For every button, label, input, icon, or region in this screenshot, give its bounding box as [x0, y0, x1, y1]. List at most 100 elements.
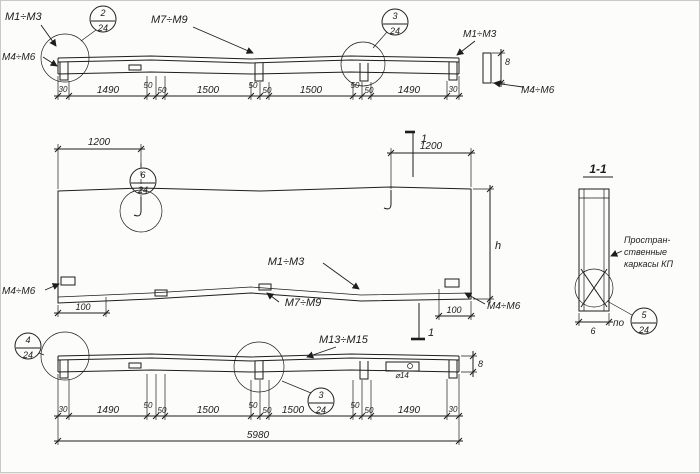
dim-1200-left-value: 1200: [88, 137, 111, 148]
dim-1200-right-ticks: [387, 149, 475, 157]
mark-m7m9-leader: [192, 26, 254, 54]
bottom-dim-7: 1500: [282, 405, 305, 416]
bottom-dim-0: 30: [59, 405, 68, 414]
mark-m4m6-left: М4÷М6: [2, 52, 36, 63]
dim-100-left-value: 100: [75, 302, 90, 312]
callout-leader: [606, 300, 633, 316]
plan-mark-m7m9: М7÷М9: [285, 297, 322, 309]
section-cross-brace: [580, 268, 608, 308]
mark-m1m3-right-leader: [456, 40, 476, 56]
top-dimension-ticks: [54, 92, 463, 100]
callout-4-24: 4 24: [14, 332, 45, 360]
dim-h-value: h: [495, 240, 501, 252]
callout-denominator: 24: [22, 350, 33, 360]
top-dim-8: 50: [351, 81, 360, 90]
plan-embed-bottom-1: [154, 289, 168, 297]
plan-outline: [57, 186, 472, 304]
top-dim-11: 30: [449, 85, 458, 94]
plan-embed-bottom-2: [258, 283, 272, 291]
bottom-dim-11: 30: [449, 405, 458, 414]
callout-circle: [381, 8, 409, 36]
top-dim-5: 50: [249, 81, 258, 90]
callout-2-24: 2 24: [80, 5, 117, 42]
plan-mark-m4m6-right: М4÷М6: [487, 301, 521, 312]
callout-denominator: 24: [137, 185, 148, 195]
plan-detail-circle: [119, 189, 163, 233]
section-note-line1: Простран-: [624, 235, 670, 245]
top-detail-circle-left: [40, 33, 90, 83]
bottom-embed-plate: [128, 362, 142, 369]
top-dim-2: 50: [144, 81, 153, 90]
mark-m4m6-right-leader: [493, 80, 524, 88]
top-dim-0: 30: [59, 85, 68, 94]
section-detail-circle: [574, 268, 614, 308]
dim-1200-left-ticks: [54, 145, 145, 153]
section-title: 1-1: [589, 162, 607, 176]
plan-mark-m4m6-right-leader: [464, 292, 486, 305]
bottom-plate-hole: [407, 363, 413, 369]
callout-numerator: 4: [25, 335, 30, 345]
top-dim-3: 50: [158, 86, 167, 95]
plan-mark-m1m3: М1÷М3: [268, 256, 305, 268]
plan-embed-left: [60, 276, 76, 286]
top-beam-ribs: [59, 62, 458, 82]
callout-leader: [372, 31, 388, 49]
callout-numerator: 3: [392, 11, 397, 21]
bottom-plate-label: ⌀14: [395, 371, 409, 380]
top-elevation-view: 2 24 3 24 М1÷М3 М7÷М9 М1÷М3 М4÷М6 М4÷М6 …: [2, 5, 555, 100]
callout-denominator: 24: [638, 325, 649, 335]
mark-m7m9: М7÷М9: [151, 14, 188, 26]
mark-m1m3-left-leader: [40, 24, 57, 47]
dim-h-ticks: [486, 185, 494, 303]
bottom-thickness-value: 8: [478, 359, 483, 369]
top-extension-lines: [57, 76, 460, 100]
bottom-dim-8: 50: [351, 401, 360, 410]
section-width-ticks: [575, 318, 613, 326]
callout-denominator: 24: [389, 26, 400, 36]
top-dim-9: 50: [365, 86, 374, 95]
section-1-1-view: 1-1 Простран- ственные каркасы КП по 5 2…: [574, 162, 673, 336]
callout-leader: [80, 29, 97, 42]
mark-m13m15-leader: [306, 346, 337, 359]
callout-denominator: 24: [315, 405, 326, 415]
callout-numerator: 6: [140, 170, 145, 180]
dim-100-right-ticks: [435, 312, 475, 320]
section-note-leader: [610, 250, 623, 257]
plan-inner-edge: [57, 286, 472, 298]
callout-circle: [129, 167, 157, 195]
bottom-detail-plate: [385, 361, 420, 372]
section-inner-walls: [579, 189, 609, 311]
callout-3-24-bottom: 3 24: [281, 380, 335, 415]
plan-lifting-hook-2: [383, 190, 392, 210]
bottom-beam-outline: [57, 353, 460, 373]
bottom-detail-circle-mid: [233, 341, 285, 393]
bottom-dim-5: 50: [249, 401, 258, 410]
plan-mark-m4m6-left: М4÷М6: [2, 286, 36, 297]
top-beam-outline: [57, 55, 460, 75]
bottom-elevation-view: ⌀14 4 24 3 24 М13÷М15 8 30 14: [14, 331, 483, 445]
callout-numerator: 5: [641, 310, 647, 320]
dim-100-right-extensions: [438, 289, 472, 320]
callout-6-24: 6 24: [129, 167, 157, 195]
bottom-thickness-extensions: [461, 355, 477, 373]
dim-1200-right-value: 1200: [420, 141, 443, 152]
plan-mark-m1m3-leader: [322, 262, 360, 290]
bottom-beam-ribs: [59, 360, 458, 380]
bottom-detail-circle-left: [40, 331, 90, 381]
mark-m4m6-left-leader: [42, 56, 58, 67]
overall-dimension-ticks: [54, 437, 463, 445]
mark-m1m3-right: М1÷М3: [463, 29, 497, 40]
bottom-dimension-ticks: [54, 412, 463, 420]
dim-100-left-ticks: [54, 309, 110, 317]
section-mark-bottom: 1: [428, 327, 434, 339]
callout-3-24-top: 3 24: [372, 8, 409, 49]
plan-view: 6 24 1200 1200 1 1 М1÷М3 М7÷М9 М4÷М6 М4÷…: [2, 130, 521, 341]
mark-m13m15: М13÷М15: [319, 334, 369, 346]
callout-5-24: 5 24: [606, 300, 658, 335]
bottom-thickness-ticks: [469, 352, 477, 376]
section-width-value: 6: [590, 326, 595, 336]
top-dim-10: 1490: [398, 85, 421, 96]
callout-circle: [89, 5, 117, 33]
